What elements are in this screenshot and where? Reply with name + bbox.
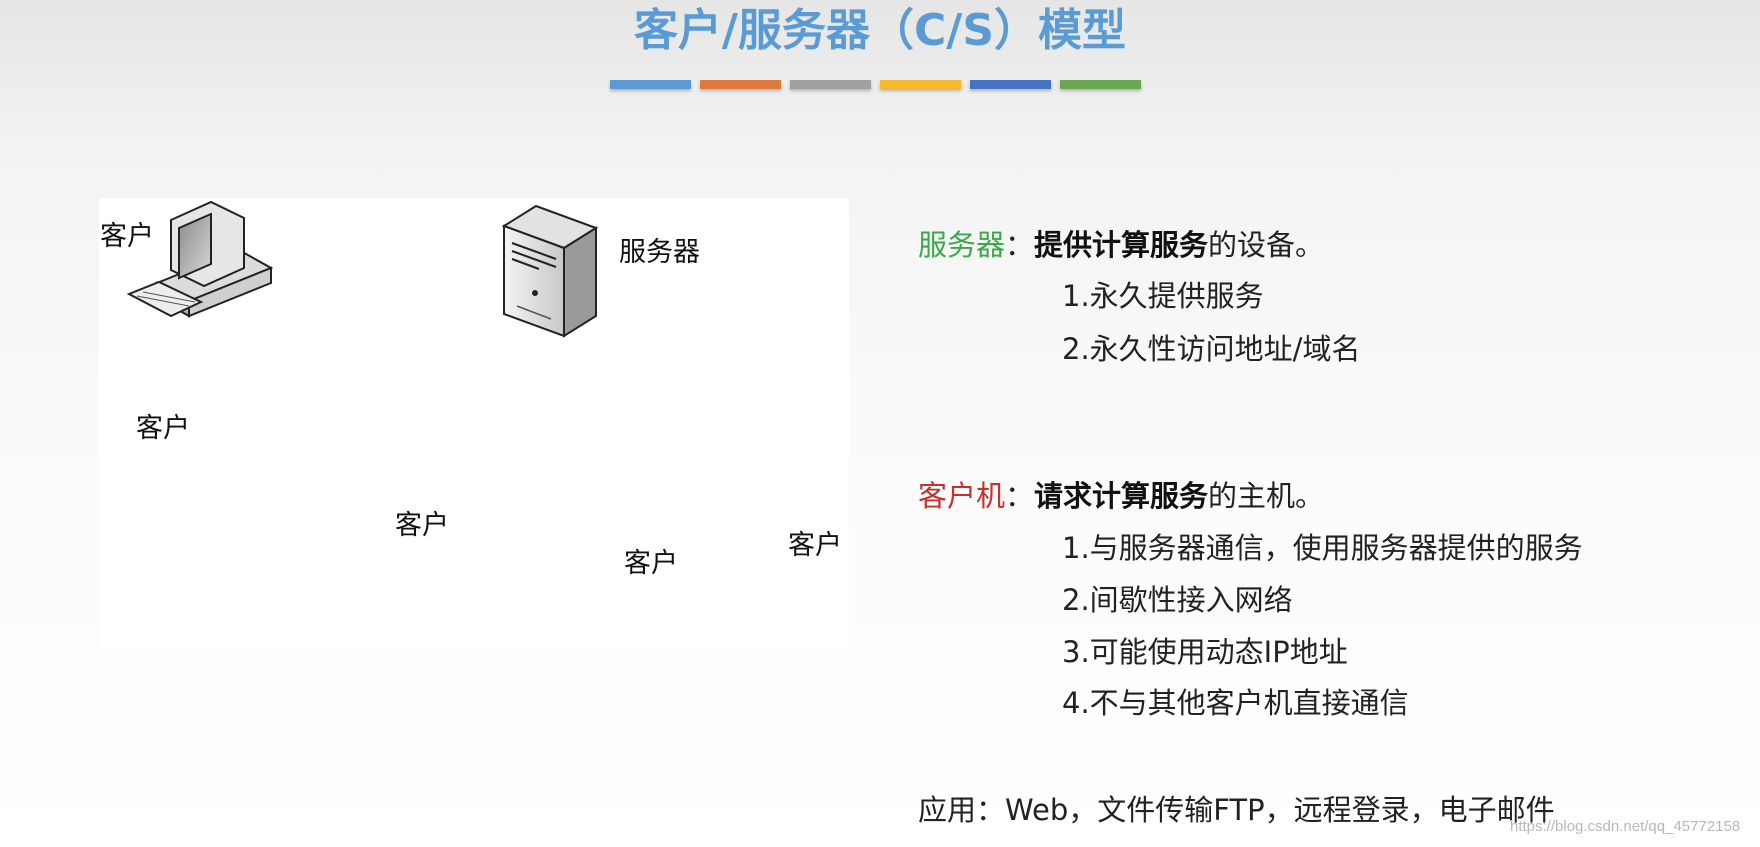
server-colon: ： xyxy=(1005,228,1034,262)
server-definition-rest: 的设备。 xyxy=(1208,228,1324,262)
watermark: https://blog.csdn.net/qq_45772158 xyxy=(1510,818,1740,835)
desktop-computer-icon xyxy=(129,202,271,316)
server-definition-bold: 提供计算服务 xyxy=(1034,228,1208,262)
server-point: 1.永久提供服务 xyxy=(1062,276,1264,316)
server-label: 服务器 xyxy=(619,238,700,268)
client-point: 1.与服务器通信，使用服务器提供的服务 xyxy=(1062,528,1583,568)
accent-bars xyxy=(610,80,1141,89)
server-definition: 服务器：提供计算服务的设备。 xyxy=(918,225,1324,265)
client-label: 客户 xyxy=(100,222,154,252)
client-point: 3.可能使用动态IP地址 xyxy=(1062,632,1348,672)
accent-bar-blue xyxy=(610,80,691,89)
accent-bar-gray xyxy=(790,80,871,89)
client-definition: 客户机：请求计算服务的主机。 xyxy=(918,476,1324,516)
accent-bar-darkblue xyxy=(970,80,1051,89)
client-point: 4.不与其他客户机直接通信 xyxy=(1062,683,1409,723)
client-term: 客户机 xyxy=(918,479,1005,513)
slide-title: 客户/服务器（C/S）模型 xyxy=(0,0,1760,62)
accent-bar-orange xyxy=(700,80,781,89)
client-label: 客户 xyxy=(788,531,842,561)
client-label: 客户 xyxy=(395,511,449,541)
accent-bar-green xyxy=(1060,80,1141,89)
client-definition-rest: 的主机。 xyxy=(1208,479,1324,513)
server-term: 服务器 xyxy=(918,228,1005,262)
client-server-diagram: 服务器 客户 客户 客户 客户 客户 xyxy=(99,198,849,650)
diagram-svg xyxy=(99,198,849,650)
server-icon xyxy=(504,206,596,336)
server-point: 2.永久性访问地址/域名 xyxy=(1062,329,1360,369)
accent-bar-yellow xyxy=(880,80,961,89)
client-label: 客户 xyxy=(624,549,678,579)
client-definition-bold: 请求计算服务 xyxy=(1034,479,1208,513)
client-point: 2.间歇性接入网络 xyxy=(1062,580,1293,620)
client-colon: ： xyxy=(1005,479,1034,513)
application-line: 应用：Web，文件传输FTP，远程登录，电子邮件 xyxy=(918,790,1555,830)
client-label: 客户 xyxy=(136,414,190,444)
